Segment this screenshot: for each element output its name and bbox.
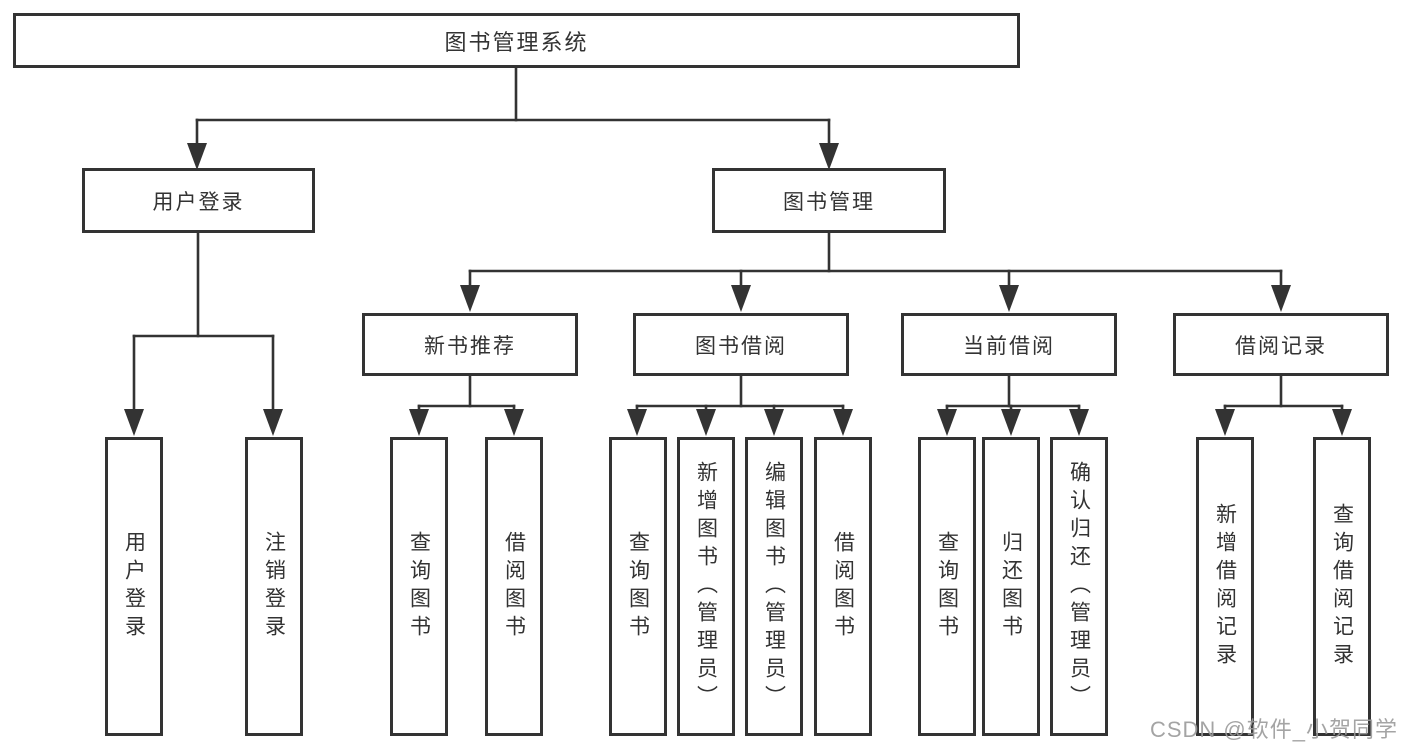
arrow-down-icon [999,285,1019,312]
node-label: 确认归还（管理员） [1067,460,1091,713]
arrow-down-icon [1001,409,1021,436]
leaf-logout: 注销登录 [245,437,303,736]
node-book-mgmt: 图书管理 [712,168,946,233]
arrow-down-icon [627,409,647,436]
node-label: 编辑图书（管理员） [762,460,786,713]
csdn-watermark: CSDN @软件_小贺同学 [1149,717,1398,742]
leaf-query-book-borrow: 查询图书 [609,437,667,736]
leaf-borrow-book: 借阅图书 [814,437,872,736]
node-label: 查询借阅记录 [1330,502,1354,671]
node-current-borrow: 当前借阅 [901,313,1117,376]
node-new-book-rec: 新书推荐 [362,313,578,376]
arrow-down-icon [696,409,716,436]
arrow-down-icon [1271,285,1291,312]
node-label: 查询图书 [935,530,959,643]
node-label: 借阅图书 [502,530,526,643]
connector-current-borrow-children [937,374,1089,436]
leaf-borrow-book-newrec: 借阅图书 [485,437,543,736]
node-borrow-records: 借阅记录 [1173,313,1389,376]
leaf-confirm-return-admin: 确认归还（管理员） [1050,437,1108,736]
node-label: 图书管理系统 [444,29,589,55]
arrow-down-icon [504,409,524,436]
node-label: 用户登录 [152,190,245,214]
leaf-user-login: 用户登录 [105,437,163,736]
node-label: 归还图书 [999,530,1023,643]
node-label: 用户登录 [122,530,146,643]
arrow-down-icon [937,409,957,436]
leaf-add-borrow-record: 新增借阅记录 [1196,437,1254,736]
connector-borrow-records-children [1215,374,1352,436]
node-root-system: 图书管理系统 [13,13,1020,68]
leaf-query-book-newrec: 查询图书 [390,437,448,736]
arrow-down-icon [833,409,853,436]
connector-user-login-children [124,231,283,436]
node-label: 图书借阅 [695,334,787,358]
node-label: 借阅记录 [1235,334,1327,358]
leaf-query-book-current: 查询图书 [918,437,976,736]
node-label: 新增图书（管理员） [694,460,718,713]
arrow-down-icon [1215,409,1235,436]
connector-root-to-level2 [187,66,839,170]
arrow-down-icon [764,409,784,436]
node-user-login: 用户登录 [82,168,315,233]
connector-book-borrow-children [627,374,853,436]
leaf-edit-book-admin: 编辑图书（管理员） [745,437,803,736]
arrow-down-icon [1332,409,1352,436]
arrow-down-icon [460,285,480,312]
node-label: 查询图书 [407,530,431,643]
leaf-query-borrow-record: 查询借阅记录 [1313,437,1371,736]
arrow-down-icon [124,409,144,436]
arrow-down-icon [263,409,283,436]
node-label: 新增借阅记录 [1213,502,1237,671]
connector-new-book-rec-children [409,374,524,436]
arrow-down-icon [731,285,751,312]
node-label: 注销登录 [262,530,286,643]
arrow-down-icon [409,409,429,436]
connector-book-mgmt-children [460,231,1291,312]
leaf-return-book: 归还图书 [982,437,1040,736]
node-label: 借阅图书 [831,530,855,643]
arrow-down-icon [187,143,207,170]
node-label: 新书推荐 [424,334,516,358]
node-label: 图书管理 [783,190,875,214]
arrow-down-icon [1069,409,1089,436]
arrow-down-icon [819,143,839,170]
node-book-borrow: 图书借阅 [633,313,849,376]
node-label: 查询图书 [626,530,650,643]
leaf-add-book-admin: 新增图书（管理员） [677,437,735,736]
node-label: 当前借阅 [963,334,1055,358]
